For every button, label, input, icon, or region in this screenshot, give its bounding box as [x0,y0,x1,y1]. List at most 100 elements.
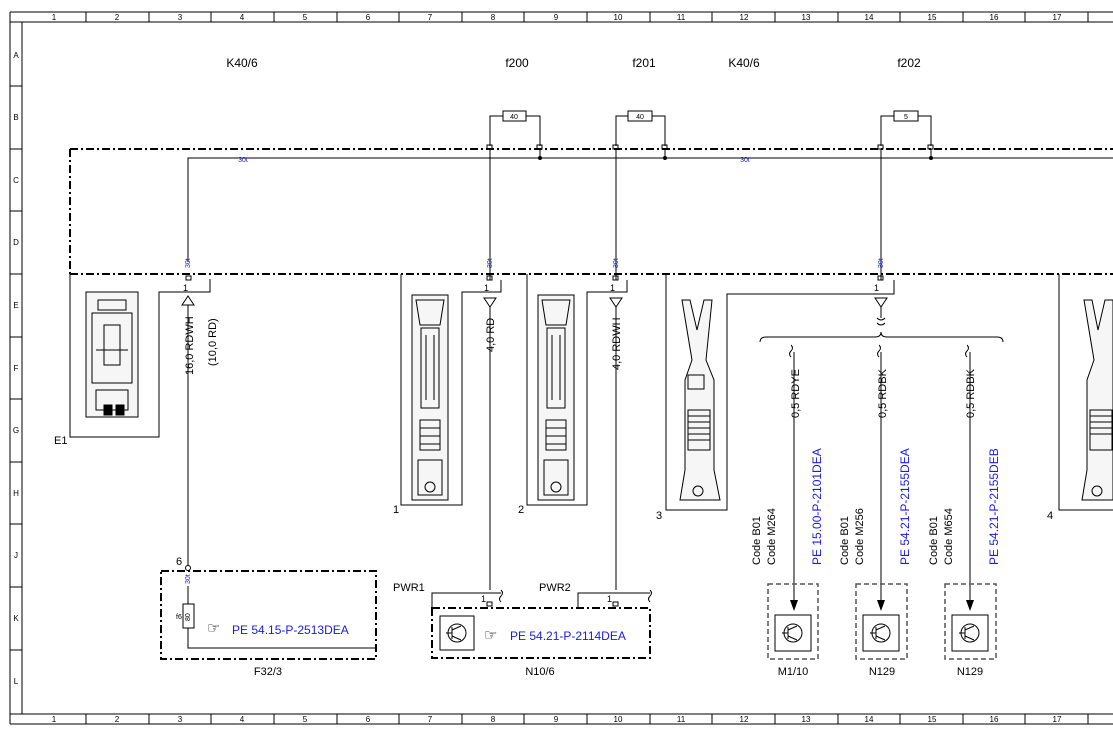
wire-n129b-label: 0,5 RDBK [965,368,977,418]
e1-label: E1 [54,435,67,447]
col-label: 2 [115,13,120,22]
row-labels: A B C D E F G H J K L [13,51,19,686]
col-label: 3 [178,13,183,22]
pwr1-pin: 1 [481,594,486,604]
fuse-f6 [182,586,376,649]
col-label: 1 [52,715,57,724]
n10-label: N10/6 [525,666,554,678]
col-label: 3 [178,715,183,724]
m1-label: M1/10 [778,666,809,678]
connector-4-label: 4 [1047,510,1053,522]
connector-4 [1058,274,1113,511]
col-label: 14 [865,715,874,724]
n129b-code-m654: Code M654 [943,508,955,565]
bus-junctions [538,156,933,160]
m1-code-b01: Code B01 [751,516,763,565]
col-label: 11 [677,13,686,22]
ref-link-n10[interactable]: PE 54.21-P-2114DEA [510,629,626,643]
ref-link-f32[interactable]: PE 54.15-P-2513DEA [232,623,349,637]
fuse-f200-rating: 40 [510,114,518,121]
col-label: 16 [990,13,999,22]
k40-label-left: K40/6 [226,56,258,70]
pin-30t-f202: 30t [878,258,885,268]
n129b-box [944,583,997,660]
pwr1-label: PWR1 [393,582,425,594]
col-label: 13 [802,13,811,22]
col-label: 5 [303,715,308,724]
row-ticks [10,85,22,651]
connector-1 [400,274,502,506]
pwr2-label: PWR2 [539,582,571,594]
k40-label-right: K40/6 [728,56,760,70]
f32-pin-6: 6 [176,556,182,568]
n129b-code-b01: Code B01 [928,516,940,565]
conn3-arrow [874,297,888,308]
f201-label: f201 [632,56,656,70]
branch-arrows [790,600,974,611]
f202-label: f202 [897,56,921,70]
col-label: 4 [240,13,245,22]
col-label: 12 [740,715,749,724]
row-label: F [14,364,19,373]
ref-link-n129b[interactable]: PE 54.21-P-2155DEB [987,448,1001,565]
fuse-f6-label: f6 [176,614,182,621]
drops [185,149,884,281]
col-label: 6 [366,13,371,22]
col-label: 17 [1053,715,1062,724]
f32-terminal [185,565,191,571]
col-label: 1 [52,13,57,22]
row-label: E [13,301,18,310]
col-label: 15 [928,13,937,22]
col-label: 10 [614,13,623,22]
col-label: 9 [554,715,559,724]
col-label: 8 [491,13,496,22]
f200-label: f200 [505,56,529,70]
split-bracket [759,307,1004,343]
wire-main-alt-label: (10,0 RD) [207,318,219,366]
e1-connector [69,274,211,438]
pin-30t-f200: 30t [487,258,494,268]
row-label: D [13,238,19,247]
col-label: 11 [677,715,686,724]
fuse-f202-rating: 5 [904,114,908,121]
n129a-code-m256: Code M256 [854,508,866,565]
ref-link-n129a[interactable]: PE 54.21-P-2155DEA [898,448,912,565]
fuse-f200 [486,110,543,150]
fuse-f6-rating: 80 [185,613,192,621]
wire-main-label: 16,0 RDWH [184,316,196,375]
col-label: 9 [554,13,559,22]
row-label: K [13,614,19,623]
col-label: 7 [428,715,433,724]
bus-label-right: 30t [740,157,750,164]
col-label: 4 [240,715,245,724]
row-label: G [13,426,19,435]
wire-f200-label: 4,0 RD [485,318,497,352]
pin-30t-f201: 30t [613,258,620,268]
ref-link-m1[interactable]: PE 15.00-P-2101DEA [810,448,824,565]
n10-pwr2-tab [577,589,652,608]
frame [9,11,1113,725]
e1-pin: 1 [183,283,188,293]
n129a-box [855,583,908,660]
column-labels-bottom: 1 2 3 4 5 6 7 8 9 10 11 12 13 14 15 16 1… [52,715,1062,724]
connector-1-label: 1 [393,504,399,516]
row-label: A [13,51,19,60]
n10-module-icon [439,615,475,651]
connector-3-label: 3 [656,510,662,522]
col-label: 8 [491,715,496,724]
n129a-label: N129 [869,666,895,678]
column-ticks [85,12,1089,724]
m1-box [767,583,819,660]
col-label: 12 [740,13,749,22]
n129a-code-b01: Code B01 [839,516,851,565]
col-label: 6 [366,715,371,724]
row-label: H [13,489,19,498]
col-label: 7 [428,13,433,22]
pointing-hand-icon[interactable]: ☞ [207,620,220,637]
row-label: J [14,551,18,560]
pointing-hand-icon[interactable]: ☞ [484,627,497,644]
col-label: 14 [865,13,874,22]
fuse-f201 [612,110,668,150]
